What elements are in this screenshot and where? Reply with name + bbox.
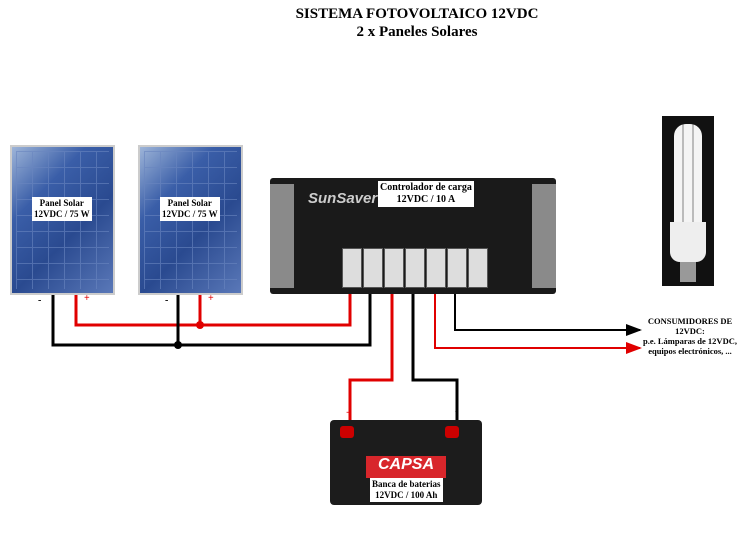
battery-label-line: Banca de baterias <box>372 479 441 489</box>
panels-positive-wire <box>74 292 352 327</box>
terminal <box>426 248 446 288</box>
panel-label-line: Panel Solar <box>167 198 212 208</box>
lamp-image <box>662 116 714 286</box>
battery-positive-wire <box>348 292 394 420</box>
junction-dot <box>196 321 204 329</box>
brand-logo: SunSaver <box>308 190 378 207</box>
mount-ear <box>532 184 556 288</box>
controller-label-line: 12VDC / 10 A <box>396 194 456 205</box>
title: SISTEMA FOTOVOLTAICO 12VDC <box>295 6 539 22</box>
panel-label-line: 12VDC / 75 W <box>162 209 218 219</box>
battery-brand: CAPSA <box>366 456 446 478</box>
junction-dot <box>174 341 182 349</box>
panel-neg-sign: - <box>38 295 42 306</box>
panel-neg-sign: - <box>165 295 169 306</box>
terminal <box>363 248 383 288</box>
consumers-line: p.e. Lámparas de 12VDC, <box>643 336 737 346</box>
panels-negative-wire <box>51 292 372 347</box>
panel-label-line: 12VDC / 75 W <box>34 209 90 219</box>
battery-pos-sign: + <box>346 408 352 419</box>
load-negative-wire <box>454 292 642 336</box>
terminal <box>342 248 362 288</box>
load-positive-wire <box>434 292 642 354</box>
subtitle: 2 x Paneles Solares <box>356 24 478 40</box>
controller-label-line: Controlador de carga <box>380 182 472 193</box>
terminal <box>405 248 425 288</box>
battery-negative-wire <box>411 292 459 420</box>
consumers-line: CONSUMIDORES DE <box>647 316 733 326</box>
panel-label-line: Panel Solar <box>39 198 84 208</box>
battery-neg-sign: - <box>455 406 459 417</box>
panel-pos-sign: + <box>84 293 90 304</box>
consumers-line: 12VDC: <box>675 326 705 336</box>
terminal <box>384 248 404 288</box>
terminal <box>447 248 467 288</box>
battery-label-line: 12VDC / 100 Ah <box>375 490 438 500</box>
panel-pos-sign: + <box>208 293 214 304</box>
consumers-line: equipos electrónicos, ... <box>648 346 732 356</box>
terminal <box>468 248 488 288</box>
mount-ear <box>270 184 294 288</box>
